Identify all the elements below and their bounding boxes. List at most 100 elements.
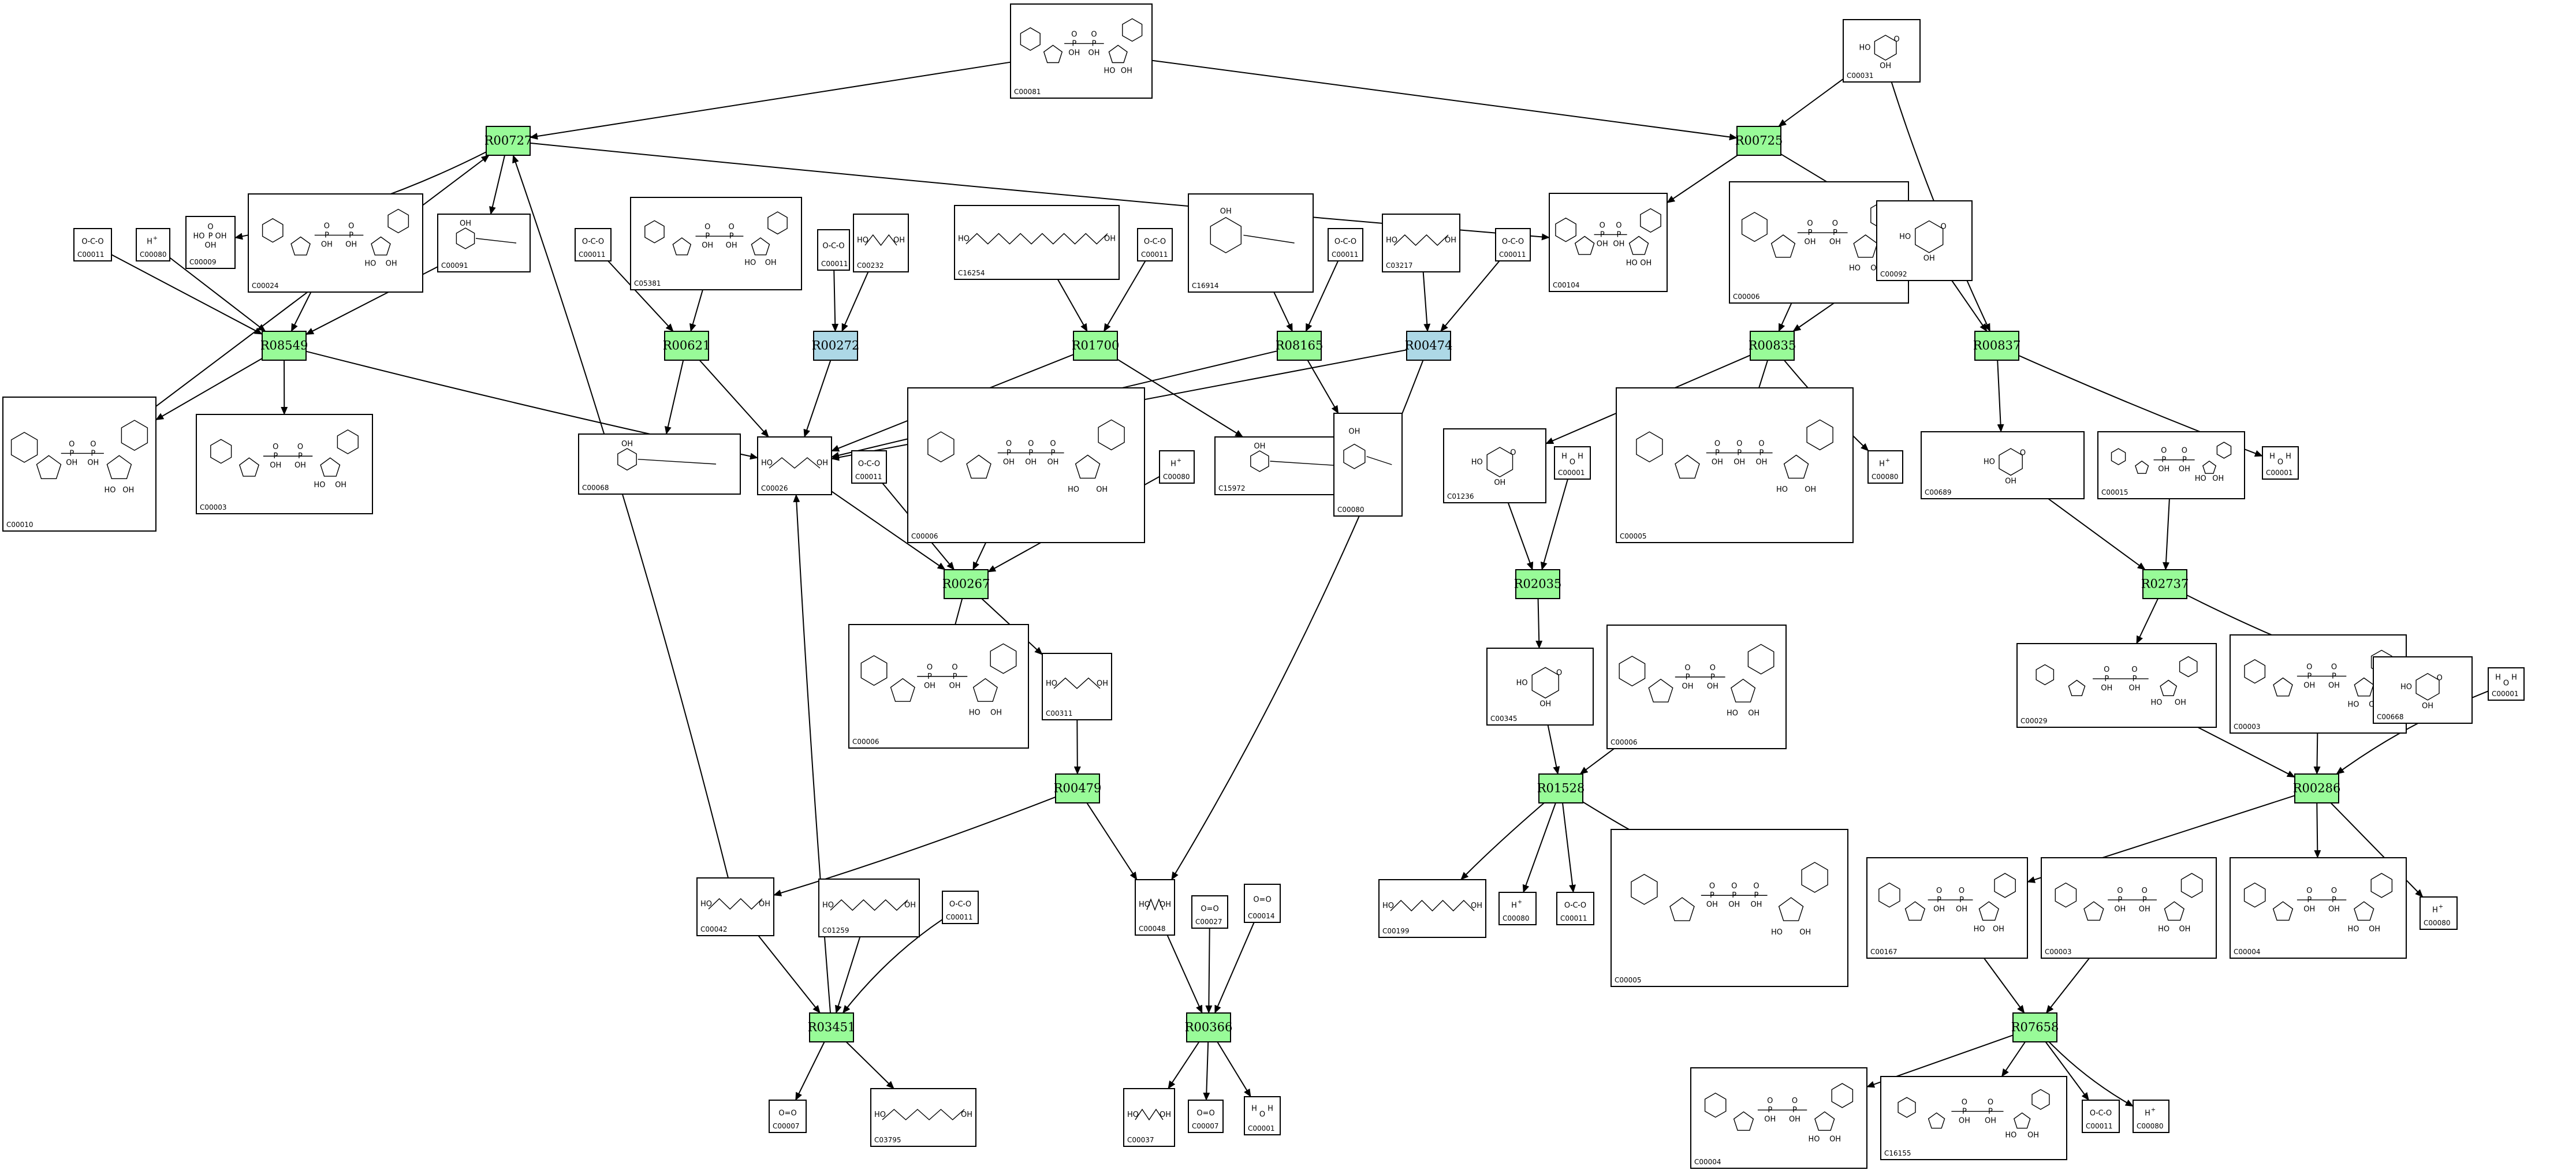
reaction-r03451[interactable]: R03451 — [808, 1012, 856, 1042]
svg-text:+: + — [2151, 1107, 2156, 1113]
reaction-box — [1277, 331, 1322, 361]
reaction-r02737[interactable]: R02737 — [2141, 569, 2189, 599]
reaction-r00835[interactable]: R00835 — [1749, 331, 1796, 361]
atom-label: O — [2437, 674, 2443, 682]
reaction-r00727[interactable]: R00727 — [484, 126, 532, 156]
compound-c00080[interactable]: H+C00080 — [1498, 892, 1537, 925]
edge-arrow — [1667, 155, 1738, 204]
compound-c00080[interactable]: H+C00080 — [136, 228, 170, 261]
edge-arrow — [1151, 59, 1738, 141]
reaction-box — [2142, 569, 2187, 599]
reaction-r00366[interactable]: R00366 — [1185, 1012, 1233, 1042]
reaction-r08165[interactable]: R08165 — [1276, 331, 1324, 361]
atom-label: OH — [66, 458, 77, 467]
edge-arrow — [1422, 271, 1431, 332]
compound-c00080[interactable]: H+C00080 — [1867, 450, 1903, 484]
reaction-r00272[interactable]: R00272 — [812, 331, 860, 361]
atom-label: OH — [2139, 905, 2150, 914]
reaction-r00474[interactable]: R00474 — [1405, 331, 1453, 361]
atom-label: OH — [1494, 479, 1505, 487]
reaction-r08549[interactable]: R08549 — [260, 331, 308, 361]
reaction-r00286[interactable]: R00286 — [2293, 773, 2341, 803]
compound-c00080[interactable]: H+C00080 — [2420, 896, 2458, 930]
atom-label: HO — [958, 235, 970, 244]
reaction-r00621[interactable]: R00621 — [663, 331, 711, 361]
reaction-r01700[interactable]: R01700 — [1072, 331, 1120, 361]
reaction-r01528[interactable]: R01528 — [1537, 773, 1585, 803]
compound-box — [73, 228, 112, 261]
edge-arrow — [803, 360, 832, 438]
reaction-r07658[interactable]: R07658 — [2011, 1012, 2059, 1042]
reaction-r00479[interactable]: R00479 — [1054, 773, 1102, 803]
reaction-r00837[interactable]: R00837 — [1973, 331, 2021, 361]
reaction-r00725[interactable]: R00725 — [1735, 126, 1783, 156]
atom-label: P — [2182, 456, 2187, 465]
compound-c00080[interactable]: H+C00080 — [1159, 450, 1195, 484]
compound-c00080[interactable]: H+C00080 — [2133, 1100, 2169, 1133]
atom-label: OH — [1121, 66, 1132, 75]
reaction-r02035[interactable]: R02035 — [1514, 569, 1562, 599]
atom-label: OH — [702, 241, 713, 250]
reaction-r00267[interactable]: R00267 — [942, 569, 990, 599]
